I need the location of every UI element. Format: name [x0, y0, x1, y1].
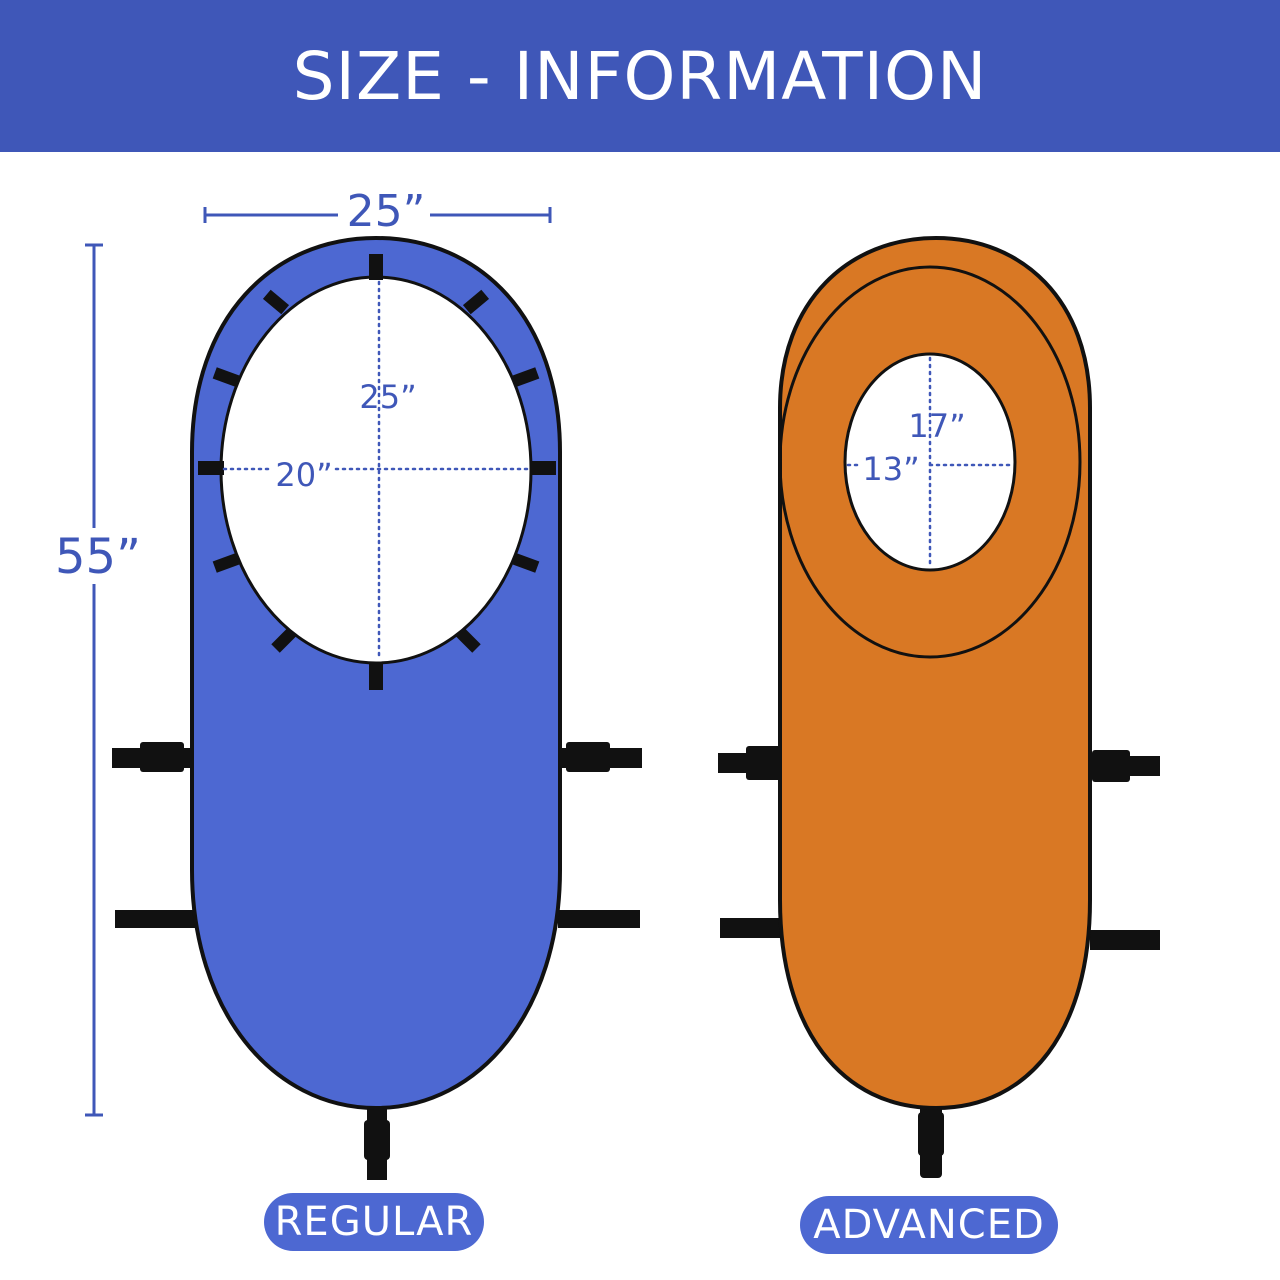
regular-label: REGULAR	[274, 1199, 474, 1245]
regular-bottom-strap	[364, 1100, 390, 1180]
regular-length-dimension: 55”	[40, 243, 150, 1117]
advanced-hole-height-label: 17”	[908, 407, 965, 445]
regular-total-length-label: 55”	[55, 529, 141, 585]
regular-total-width-label: 25”	[347, 186, 426, 237]
header-banner: SIZE - INFORMATION	[0, 0, 1280, 152]
advanced-label: ADVANCED	[813, 1202, 1045, 1248]
advanced-product: 17” 13”	[718, 235, 1160, 1178]
page-title: SIZE - INFORMATION	[292, 37, 988, 115]
regular-label-badge: REGULAR	[264, 1193, 484, 1251]
advanced-bottom-strap	[918, 1100, 944, 1178]
regular-hole-width-label: 20”	[275, 456, 332, 494]
advanced-collar	[778, 265, 1082, 659]
regular-product: 25” 20”	[112, 235, 642, 1180]
regular-width-dimension: 25”	[203, 186, 552, 237]
advanced-hole-width-label: 13”	[862, 450, 919, 488]
regular-hole-tabs	[198, 254, 556, 690]
regular-hole-height-label: 25”	[359, 378, 416, 416]
advanced-side-straps	[718, 746, 1160, 950]
advanced-label-badge: ADVANCED	[800, 1196, 1058, 1254]
regular-side-straps	[112, 742, 642, 928]
